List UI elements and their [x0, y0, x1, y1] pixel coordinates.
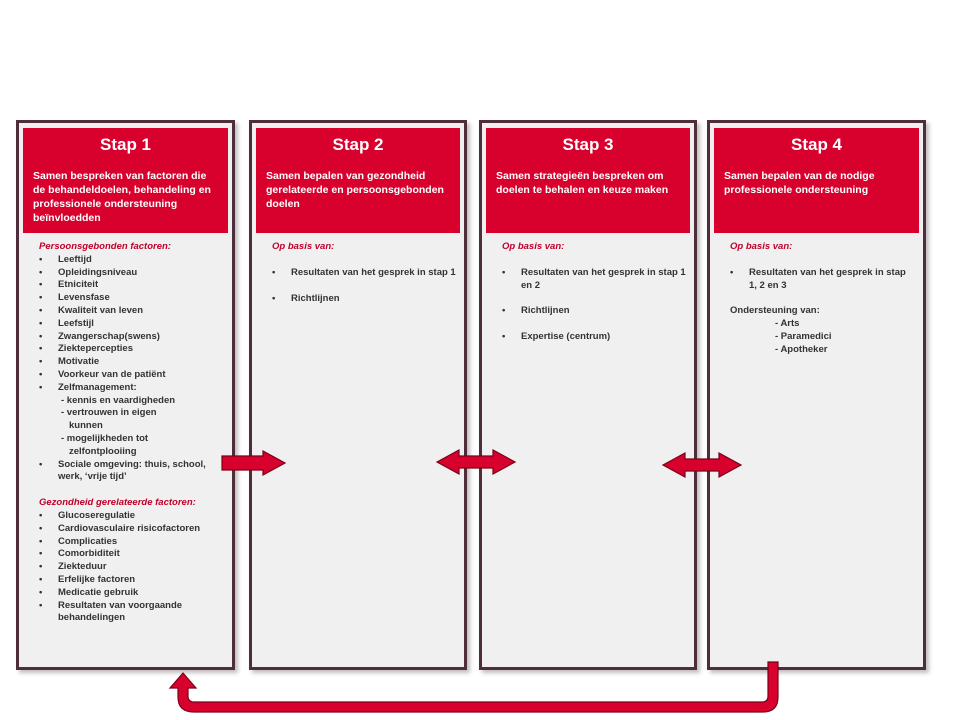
- support-item: - Paramedici: [775, 330, 832, 342]
- step-1-description: Samen bespreken van factoren die de beha…: [33, 170, 211, 224]
- list-item: Zelfmanagement:: [39, 382, 224, 395]
- list-item: Expertise (centrum): [502, 331, 686, 344]
- list-item: Voorkeur van de patiënt: [39, 369, 224, 382]
- list-item: Resultaten van het gesprek in stap 1 en …: [502, 267, 686, 293]
- basis-list: Resultaten van het gesprek in stap 1 en …: [502, 267, 686, 344]
- arrow-right-1-to-2: [221, 449, 287, 477]
- arrow-double-2-3: [435, 448, 517, 476]
- step-3-title: Stap 3: [562, 135, 614, 154]
- social-list: Sociale omgeving: thuis, school, werk, ‘…: [39, 459, 224, 485]
- health-factors-list: Glucoseregulatie Cardiovasculaire risico…: [39, 510, 224, 625]
- list-item: Ziekteduur: [39, 561, 224, 574]
- list-item: Levensfase: [39, 292, 224, 305]
- step-4-description: Samen bepalen van de nodige professionel…: [724, 170, 875, 196]
- support-item: - Apotheker: [775, 343, 828, 355]
- personal-factors-heading: Persoonsgebonden factoren:: [39, 241, 171, 252]
- step-3-description: Samen strategieën bespreken om doelen te…: [496, 170, 669, 196]
- step-2-title: Stap 2: [332, 135, 384, 154]
- self-management-subitem: - kennis en vaardigheden: [39, 395, 224, 408]
- personal-factors-list: Leeftijd Opleidingsniveau Etniciteit Lev…: [39, 254, 224, 395]
- step-3-header: Stap 3 Samen strategieën bespreken om do…: [486, 128, 690, 233]
- list-item: Glucoseregulatie: [39, 510, 224, 523]
- list-item: Complicaties: [39, 536, 224, 549]
- step-4-body: Op basis van: Resultaten van het gesprek…: [730, 241, 915, 357]
- list-item: Opleidingsniveau: [39, 267, 224, 280]
- basis-heading: Op basis van:: [730, 241, 793, 252]
- arrow-return-4-to-1: [168, 661, 779, 713]
- list-item: Etniciteit: [39, 279, 224, 292]
- list-item: Kwaliteit van leven: [39, 305, 224, 318]
- subitem-line: - mogelijkheden tot: [61, 432, 149, 444]
- support-item: - Arts: [775, 318, 800, 330]
- list-item: Zwangerschap(swens): [39, 331, 224, 344]
- support-heading: Ondersteuning van:: [730, 305, 820, 317]
- subitem-line: - vertrouwen in eigen: [61, 407, 157, 419]
- basis-list: Resultaten van het gesprek in stap 1, 2 …: [730, 267, 915, 293]
- step-3-column: Stap 3 Samen strategieën bespreken om do…: [479, 120, 697, 670]
- step-2-description: Samen bepalen van gezondheid gerelateerd…: [266, 170, 444, 210]
- step-1-header: Stap 1 Samen bespreken van factoren die …: [23, 128, 228, 233]
- basis-heading: Op basis van:: [272, 241, 335, 252]
- step-1-column: Stap 1 Samen bespreken van factoren die …: [16, 120, 235, 670]
- subitem-line-continued: kunnen: [69, 420, 103, 432]
- step-4-title: Stap 4: [790, 135, 843, 154]
- list-item: Cardiovasculaire risicofactoren: [39, 523, 224, 536]
- step-2-column: Stap 2 Samen bepalen van gezondheid gere…: [249, 120, 467, 670]
- health-factors-heading: Gezondheid gerelateerde factoren:: [39, 497, 196, 509]
- step-2-body: Op basis van: Resultaten van het gesprek…: [272, 241, 456, 318]
- step-3-body: Op basis van: Resultaten van het gesprek…: [502, 241, 686, 357]
- list-item: Erfelijke factoren: [39, 574, 224, 587]
- subitem-line: - kennis en vaardigheden: [61, 394, 176, 406]
- list-item: Richtlijnen: [272, 293, 456, 306]
- list-item: Leeftijd: [39, 254, 224, 267]
- arrow-double-3-4: [661, 451, 743, 479]
- list-item: Sociale omgeving: thuis, school, werk, ‘…: [39, 459, 224, 485]
- subitem-line-continued: zelfontplooiing: [69, 445, 137, 457]
- list-item: Leefstijl: [39, 318, 224, 331]
- list-item: Comorbiditeit: [39, 548, 224, 561]
- list-item: Resultaten van het gesprek in stap 1: [272, 267, 456, 280]
- self-management-subitem: - vertrouwen in eigen kunnen: [39, 407, 224, 433]
- list-item: Resultaten van het gesprek in stap 1, 2 …: [730, 267, 915, 293]
- list-item: Motivatie: [39, 356, 224, 369]
- step-1-title: Stap 1: [99, 135, 152, 154]
- step-4-header: Stap 4 Samen bepalen van de nodige profe…: [714, 128, 919, 233]
- basis-list: Resultaten van het gesprek in stap 1 Ric…: [272, 267, 456, 306]
- list-item: Ziektepercepties: [39, 343, 224, 356]
- step-4-column: Stap 4 Samen bepalen van de nodige profe…: [707, 120, 926, 670]
- list-item: Medicatie gebruik: [39, 587, 224, 600]
- self-management-subitem: - mogelijkheden tot zelfontplooiing: [39, 433, 224, 459]
- list-item: Richtlijnen: [502, 305, 686, 318]
- step-2-header: Stap 2 Samen bepalen van gezondheid gere…: [256, 128, 460, 233]
- list-item: Resultaten van voorgaande behandelingen: [39, 600, 224, 626]
- basis-heading: Op basis van:: [502, 241, 565, 252]
- step-1-body: Persoonsgebonden factoren: Leeftijd Ople…: [39, 241, 224, 625]
